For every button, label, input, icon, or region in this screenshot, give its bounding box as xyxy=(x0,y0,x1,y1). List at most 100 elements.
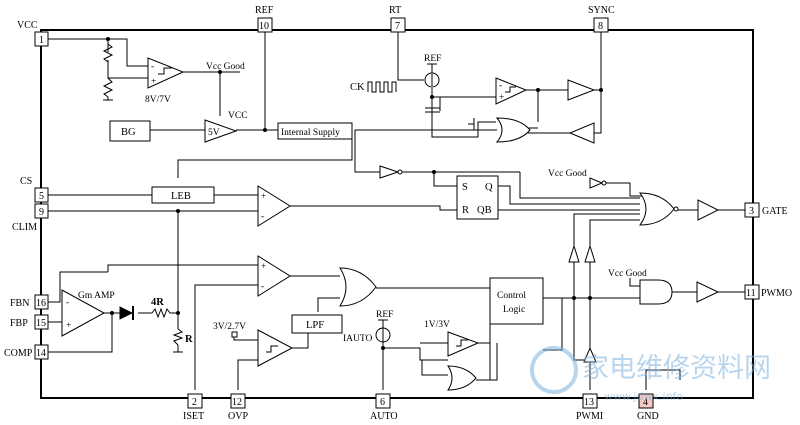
ovp-comparator xyxy=(257,329,294,367)
pin-gnd-name: GND xyxy=(637,411,659,422)
vcc-out-label: VCC xyxy=(228,111,248,121)
watermark: 家电维修资料网 www.jdwx.info xyxy=(530,346,771,403)
leb-label: LEB xyxy=(171,191,191,202)
pin-iset[interactable] xyxy=(187,393,203,409)
pin-rt[interactable] xyxy=(390,17,406,33)
svg-text:+: + xyxy=(151,77,156,87)
ck-label: CK xyxy=(350,82,365,93)
pin-fbp[interactable] xyxy=(34,314,49,330)
pin-pwmi[interactable] xyxy=(582,393,598,409)
svg-text:+: + xyxy=(261,262,266,272)
diode xyxy=(119,306,134,320)
pin-clim-name: CLIM xyxy=(12,222,37,233)
uvlo-threshold-label: 8V/7V xyxy=(145,95,171,105)
svg-text:6: 6 xyxy=(380,397,385,408)
svg-text:1: 1 xyxy=(39,35,44,46)
pin-vcc-name: VCC xyxy=(17,20,38,31)
regulator-5v-label: 5V xyxy=(208,128,220,138)
current-comparator xyxy=(257,185,291,227)
pin-gnd[interactable] xyxy=(638,393,654,409)
svg-text:+: + xyxy=(66,321,71,331)
pin-auto[interactable] xyxy=(375,393,391,409)
junction-dots xyxy=(106,37,603,350)
svg-text:-: - xyxy=(499,81,502,91)
svg-text:11: 11 xyxy=(746,288,756,299)
svg-text:-: - xyxy=(151,62,154,72)
internal-supply-label: Internal Supply xyxy=(281,128,340,138)
fault-or-gate xyxy=(339,267,377,307)
pin-ovp[interactable] xyxy=(230,393,246,409)
pin-pwmo-name: PWMO xyxy=(761,288,792,299)
lpf-block xyxy=(291,314,343,334)
svg-text:8: 8 xyxy=(598,21,603,32)
gate-nor xyxy=(639,192,675,226)
pin-gate-name: GATE xyxy=(762,206,788,217)
svg-text:-: - xyxy=(66,298,69,308)
control-logic-line2: Logic xyxy=(503,305,525,315)
up-buffer-2 xyxy=(584,244,596,263)
pin-vcc[interactable] xyxy=(34,31,49,47)
pwmo-and-gate xyxy=(639,279,673,305)
svg-text:7: 7 xyxy=(395,21,400,32)
wires xyxy=(48,32,745,390)
pin-clim[interactable] xyxy=(34,203,49,219)
pin-sync-name: SYNC xyxy=(588,5,615,16)
pin-pwmo[interactable] xyxy=(744,284,760,300)
gm-amp-label: Gm AMP xyxy=(78,291,115,301)
pin-comp-name: COMP xyxy=(4,348,33,359)
watermark-url: www.jdwx.info xyxy=(604,390,683,403)
auto-comparator xyxy=(447,331,480,357)
pin-ref-name: REF xyxy=(255,5,274,16)
sync-buffer-out xyxy=(567,79,596,101)
latch-q: Q xyxy=(485,182,493,193)
sr-latch xyxy=(456,175,499,220)
leb-block xyxy=(151,186,215,204)
svg-text:16: 16 xyxy=(36,298,46,309)
svg-text:+: + xyxy=(499,93,504,103)
internal-supply-block xyxy=(277,122,353,140)
latch-qb: QB xyxy=(477,205,492,216)
iauto-label: IAUTO xyxy=(343,334,373,344)
auto-or-gate xyxy=(447,365,477,391)
svg-text:-: - xyxy=(261,282,264,292)
vcc-good-inverter xyxy=(589,177,604,189)
latch-r: R xyxy=(462,205,469,216)
vcc-good-label-2: Vcc Good xyxy=(548,169,587,179)
pin-gate[interactable] xyxy=(744,202,760,218)
pin-cs-name: CS xyxy=(20,176,32,187)
pin-fbp-name: FBP xyxy=(10,318,28,329)
ref-rt-label: REF xyxy=(424,54,441,64)
svg-text:9: 9 xyxy=(39,207,44,218)
pin-sync[interactable] xyxy=(593,17,609,33)
pin-iset-name: ISET xyxy=(183,411,204,422)
pin-ref[interactable] xyxy=(257,17,273,33)
regulator-5v xyxy=(204,119,238,143)
resistor-4r xyxy=(151,307,172,319)
sync-buffer-in xyxy=(568,122,595,144)
svg-text:13: 13 xyxy=(584,397,594,408)
svg-text:10: 10 xyxy=(259,21,269,32)
r4-label: 4R xyxy=(151,297,164,308)
gm-amplifier xyxy=(61,289,106,337)
svg-text:2: 2 xyxy=(192,397,197,408)
svg-text:12: 12 xyxy=(232,397,242,408)
svg-text:14: 14 xyxy=(36,348,46,359)
control-logic-block xyxy=(489,277,544,325)
svg-text:15: 15 xyxy=(36,318,46,329)
auto-threshold-label: 1V/3V xyxy=(424,320,450,330)
pin-fbn-name: FBN xyxy=(10,298,29,309)
vcc-divider-resistor-2 xyxy=(102,77,114,98)
pin-cs[interactable] xyxy=(34,187,49,203)
pin-fbn[interactable] xyxy=(34,294,49,310)
control-logic-line1: Control xyxy=(497,291,526,301)
uvlo-comparator xyxy=(147,57,185,89)
vcc-divider-resistor xyxy=(102,43,114,63)
svg-text:-: - xyxy=(261,212,264,222)
r1-label: R xyxy=(185,334,193,345)
clock-inverter xyxy=(379,165,400,179)
lpf-label: LPF xyxy=(306,320,324,331)
resistor-r xyxy=(172,328,184,346)
oscillator-comparator xyxy=(495,77,528,105)
pin-comp[interactable] xyxy=(34,344,49,360)
